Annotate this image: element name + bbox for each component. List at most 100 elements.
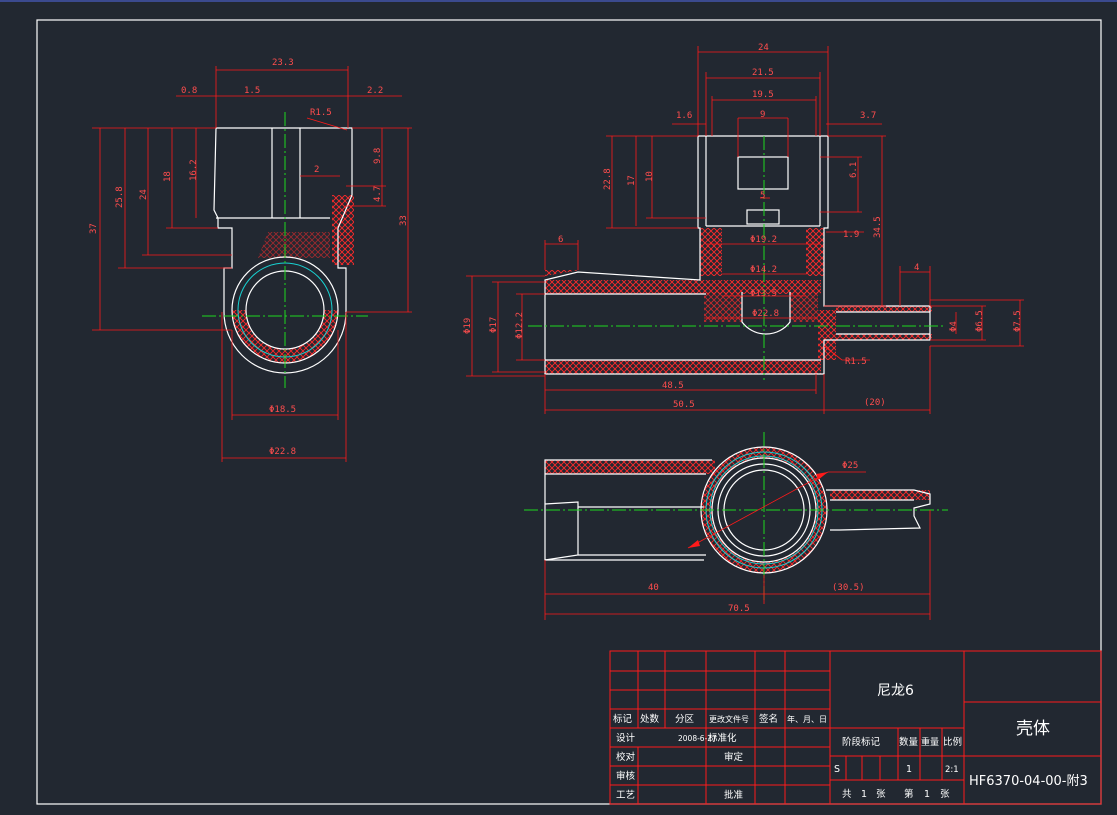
left-view-hatch-ring — [232, 310, 338, 363]
tb-header-date: 年、月、日 — [787, 714, 827, 724]
front-hatch-tube-bottom — [545, 360, 821, 374]
dim-17-front: 17 — [627, 175, 637, 186]
front-hatch-nipple-root — [818, 310, 836, 360]
top-view-nipple-outline — [826, 489, 931, 531]
dim-21-5: 21.5 — [752, 68, 774, 78]
tb-scale-value: 2:1 — [945, 765, 959, 775]
dim-phi19-2: Φ19.2 — [750, 235, 777, 245]
dim-22-8-front: 22.8 — [603, 168, 613, 190]
dim-phi12-2: Φ12.2 — [515, 312, 525, 339]
dim-50-5: 50.5 — [673, 400, 695, 410]
front-view-window — [737, 156, 789, 190]
dim-phi25: Φ25 — [842, 461, 858, 471]
dim-70-5: 70.5 — [728, 604, 750, 614]
dim-1-6: 1.6 — [676, 111, 692, 121]
dim-2: 2 — [314, 165, 319, 175]
tb-header-mark: 标记 — [613, 713, 633, 725]
dim-10-front: 10 — [645, 171, 655, 182]
top-plan-view: Φ25 40 (30.5) 70.5 — [524, 432, 948, 620]
tb-page-unit: 张 — [940, 789, 950, 800]
dim-9: 9 — [760, 110, 765, 120]
tb-total-label: 共 — [842, 789, 852, 800]
tb-drawing-number: HF6370-04-00-附3 — [969, 774, 1088, 789]
tb-scale: 比例 — [943, 736, 962, 748]
left-view-hatch-upper — [258, 232, 330, 258]
tb-header-zone: 分区 — [675, 714, 695, 725]
tb-row-design: 设计 — [616, 732, 636, 744]
dim-9-8: 9.8 — [373, 148, 383, 164]
dim-5: 5 — [760, 191, 765, 201]
dim-3-7: 3.7 — [860, 111, 876, 121]
dim-phi22-8-front: Φ22.8 — [752, 309, 779, 319]
tb-weight: 重量 — [921, 736, 939, 748]
tb-header-count: 处数 — [640, 713, 660, 725]
dim-phi4: Φ4 — [949, 321, 959, 332]
tb-quantity-value: 1 — [906, 764, 912, 775]
front-hatch-nipple-bottom — [836, 334, 932, 340]
dim-phi6-5: Φ6.5 — [975, 310, 985, 332]
tb-part-name: 壳体 — [1016, 719, 1050, 739]
dim-phi19: Φ19 — [463, 318, 473, 334]
tb-header-change-doc: 更改文件号 — [709, 714, 749, 724]
dim-2-2: 2.2 — [367, 86, 383, 96]
tb-row-standardize: 标准化 — [708, 732, 737, 744]
front-view-outline — [544, 135, 931, 375]
dim-phi18-5: Φ18.5 — [269, 405, 296, 415]
left-side-view: 23.3 0.8 1.5 2.2 R1.5 37 25.8 24 18 16.2… — [89, 58, 412, 462]
drawing-frame — [36, 19, 1102, 805]
dim-30-5: (30.5) — [832, 583, 865, 593]
dim-4-nipple: 4 — [914, 263, 919, 273]
front-hatch-nipple-top — [836, 306, 932, 312]
dim-1-5: 1.5 — [244, 86, 260, 96]
tb-header-signature: 签名 — [759, 713, 778, 725]
dim-r1-5-front: R1.5 — [845, 357, 867, 367]
front-section-view: 24 21.5 19.5 9 1.6 3.7 5 22.8 17 10 34.5 — [463, 43, 1024, 414]
tb-row-check: 校对 — [616, 751, 636, 763]
tb-quantity: 数量 — [899, 736, 919, 748]
dim-phi7-5: Φ7.5 — [1013, 310, 1023, 332]
dim-18: 18 — [163, 171, 173, 182]
left-view-hatch-wall — [332, 195, 354, 265]
dim-1-9: 1.9 — [843, 230, 859, 240]
dim-4-7: 4.7 — [373, 186, 383, 202]
dim-phi17: Φ17 — [489, 317, 499, 333]
dim-20: (20) — [864, 398, 886, 408]
tb-row-process: 工艺 — [616, 790, 635, 801]
dim-phi13-5: Φ13.5 — [750, 289, 777, 299]
tb-total-value: 1 — [861, 789, 867, 800]
dim-6-front: 6 — [558, 235, 563, 245]
tb-row-audit: 审核 — [616, 770, 636, 782]
tb-material: 尼龙6 — [877, 683, 914, 699]
tb-page-label: 第 — [904, 788, 914, 800]
tb-row-review: 审定 — [724, 751, 744, 763]
dim-24-front: 24 — [758, 43, 769, 53]
dim-19-5: 19.5 — [752, 90, 774, 100]
dim-6-1: 6.1 — [849, 162, 859, 178]
dim-phi22-8-left: Φ22.8 — [269, 447, 296, 457]
front-hatch-left-boss — [700, 228, 722, 276]
top-hatch-tube — [545, 460, 715, 474]
top-hatch-nipple — [830, 490, 930, 500]
front-hatch-tube-top — [545, 280, 821, 294]
dim-48-5: 48.5 — [662, 381, 684, 391]
front-view-slot — [746, 209, 780, 225]
dim-23-3: 23.3 — [272, 58, 294, 68]
dim-16-2: 16.2 — [189, 159, 199, 181]
tb-page-value: 1 — [924, 789, 930, 800]
dim-24: 24 — [139, 189, 149, 200]
dim-25-8: 25.8 — [115, 186, 125, 208]
dim-40: 40 — [648, 583, 659, 593]
tb-stage-mark: 阶段标记 — [842, 736, 881, 748]
dim-phi14-2: Φ14.2 — [750, 265, 777, 275]
dim-37: 37 — [89, 223, 99, 234]
tb-sheet-unit: 张 — [876, 789, 886, 800]
tb-row-approve: 批准 — [724, 789, 744, 801]
title-block: 标记 处数 分区 更改文件号 签名 年、月、日 设计 2008-6-27 标准化… — [609, 650, 1102, 805]
dim-0-8: 0.8 — [181, 86, 197, 96]
front-hatch-right-boss — [806, 228, 824, 276]
dim-33: 33 — [399, 215, 409, 226]
dim-r1-5-left: R1.5 — [310, 108, 332, 118]
tb-stage-value: S — [834, 764, 840, 775]
tb-row-design-date: 2008-6-27 — [678, 734, 717, 743]
